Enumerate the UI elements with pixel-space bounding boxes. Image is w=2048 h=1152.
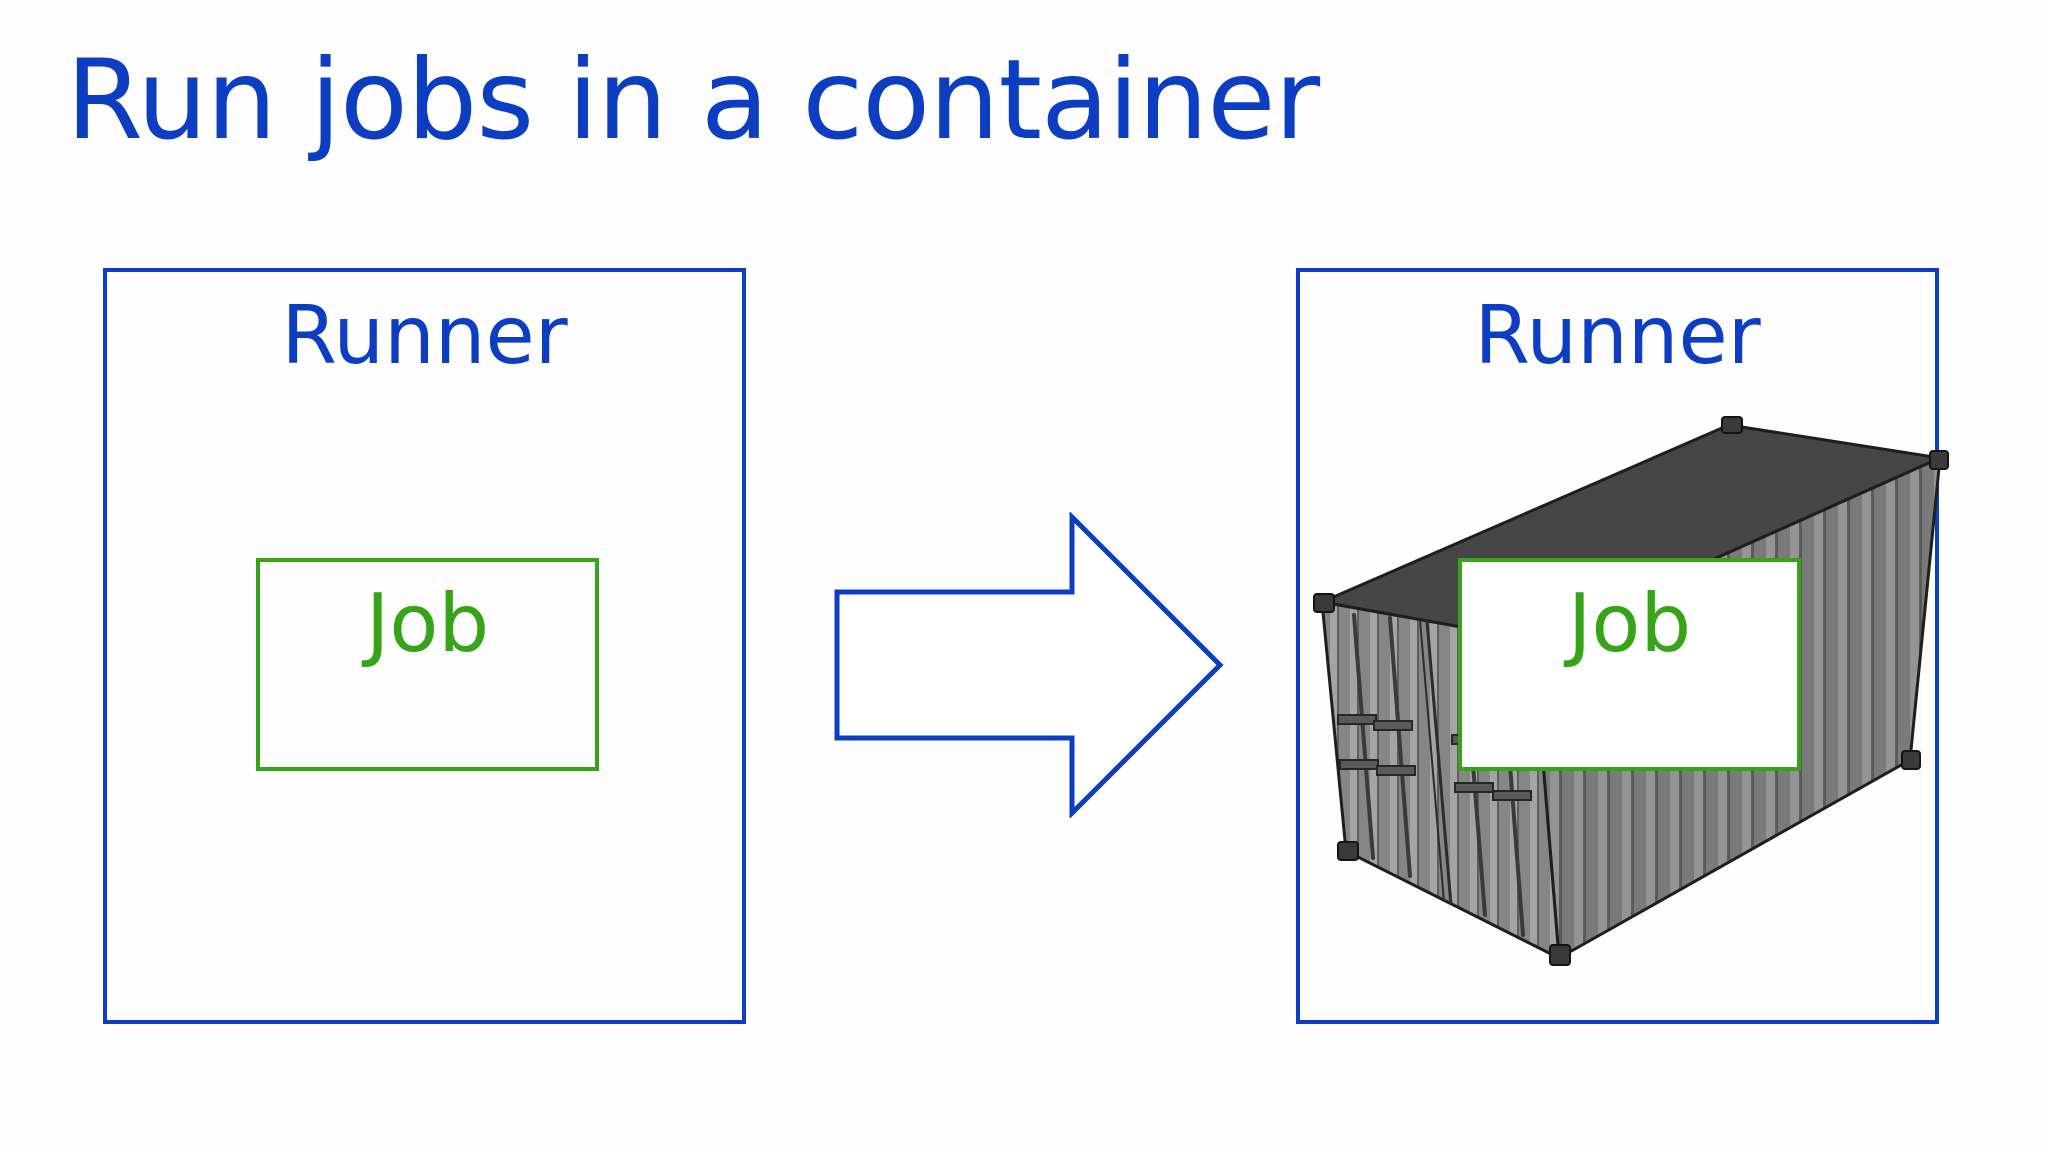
job-box-left: Job: [256, 558, 599, 771]
job-label-right: Job: [1567, 577, 1692, 670]
runner-box-left: Runner: [103, 268, 746, 1024]
job-label-left: Job: [365, 577, 490, 670]
runner-label-right: Runner: [1474, 289, 1761, 382]
arrow-right-icon: [834, 512, 1224, 818]
slide-title: Run jobs in a container: [66, 36, 1320, 165]
runner-label-left: Runner: [281, 289, 568, 382]
runner-box-right: Runner: [1296, 268, 1939, 1024]
job-box-right: Job: [1458, 558, 1801, 771]
